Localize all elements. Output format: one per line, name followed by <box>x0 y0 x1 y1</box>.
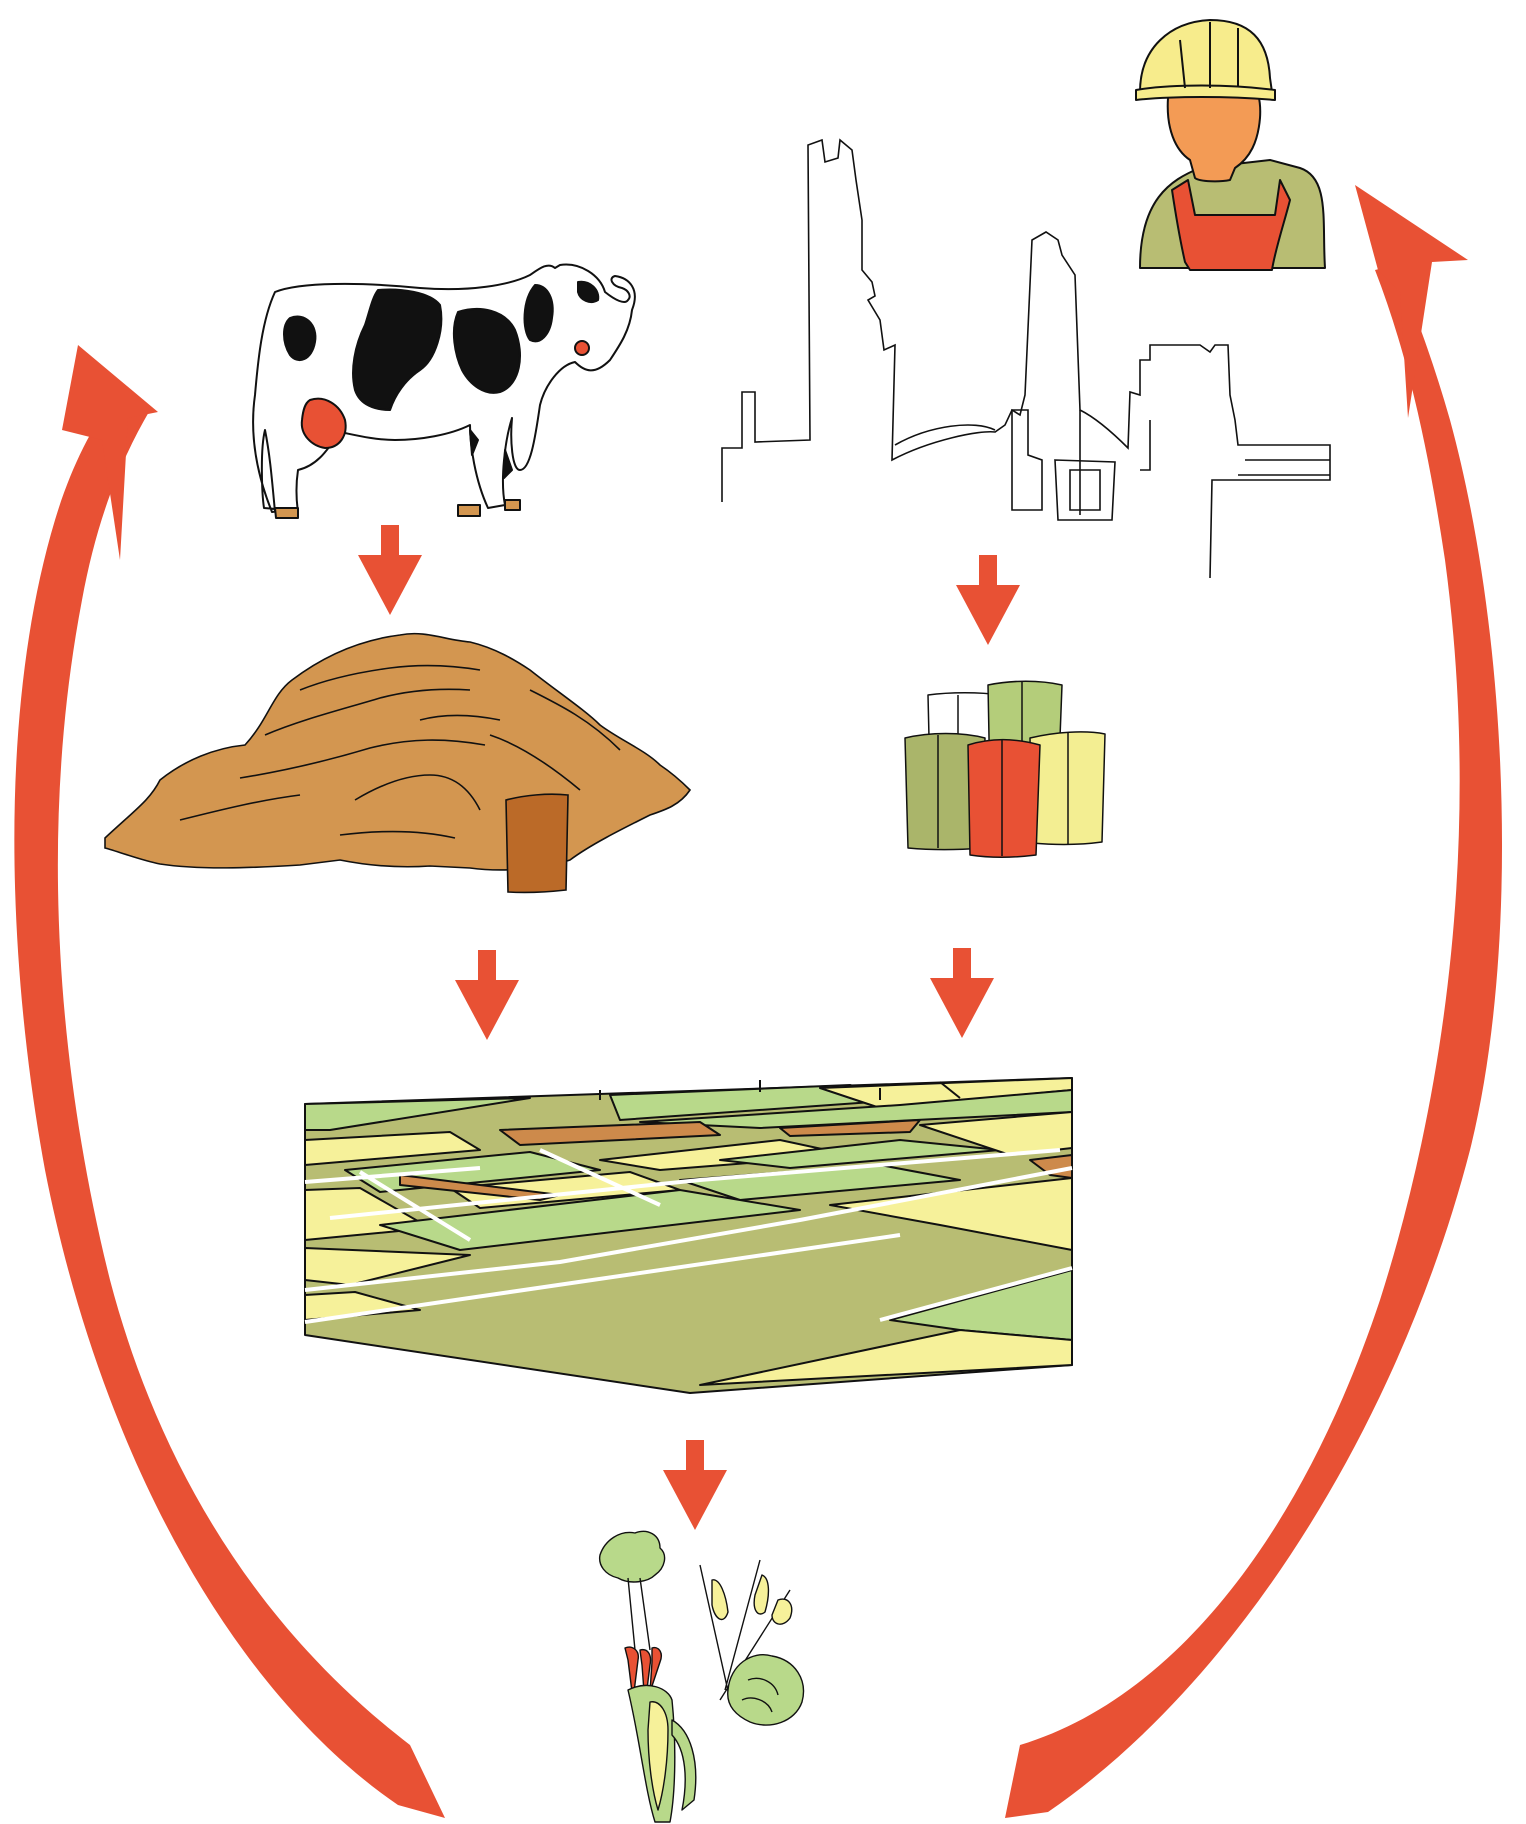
dairy-cow-icon <box>252 263 636 519</box>
manure-pile-icon <box>104 632 692 894</box>
cycle-arrow-left-head <box>62 345 158 560</box>
arrow-fertilizer-to-fields <box>930 948 994 1038</box>
crops-icon <box>598 1530 805 1823</box>
farm-fields-icon <box>304 1077 1073 1394</box>
factory-worker-icon <box>1135 19 1326 271</box>
arrow-factory-to-fertilizer <box>956 555 1020 645</box>
arrow-cow-to-manure <box>358 525 422 615</box>
fertilizer-bags-icon <box>904 680 1106 858</box>
fertilizer-factory-icon <box>721 138 1331 579</box>
cycle-arrow-left <box>14 395 445 1818</box>
arrow-fields-to-crops <box>663 1440 727 1530</box>
arrow-manure-to-fields <box>455 950 519 1040</box>
cycle-arrow-right-head <box>1355 185 1468 418</box>
